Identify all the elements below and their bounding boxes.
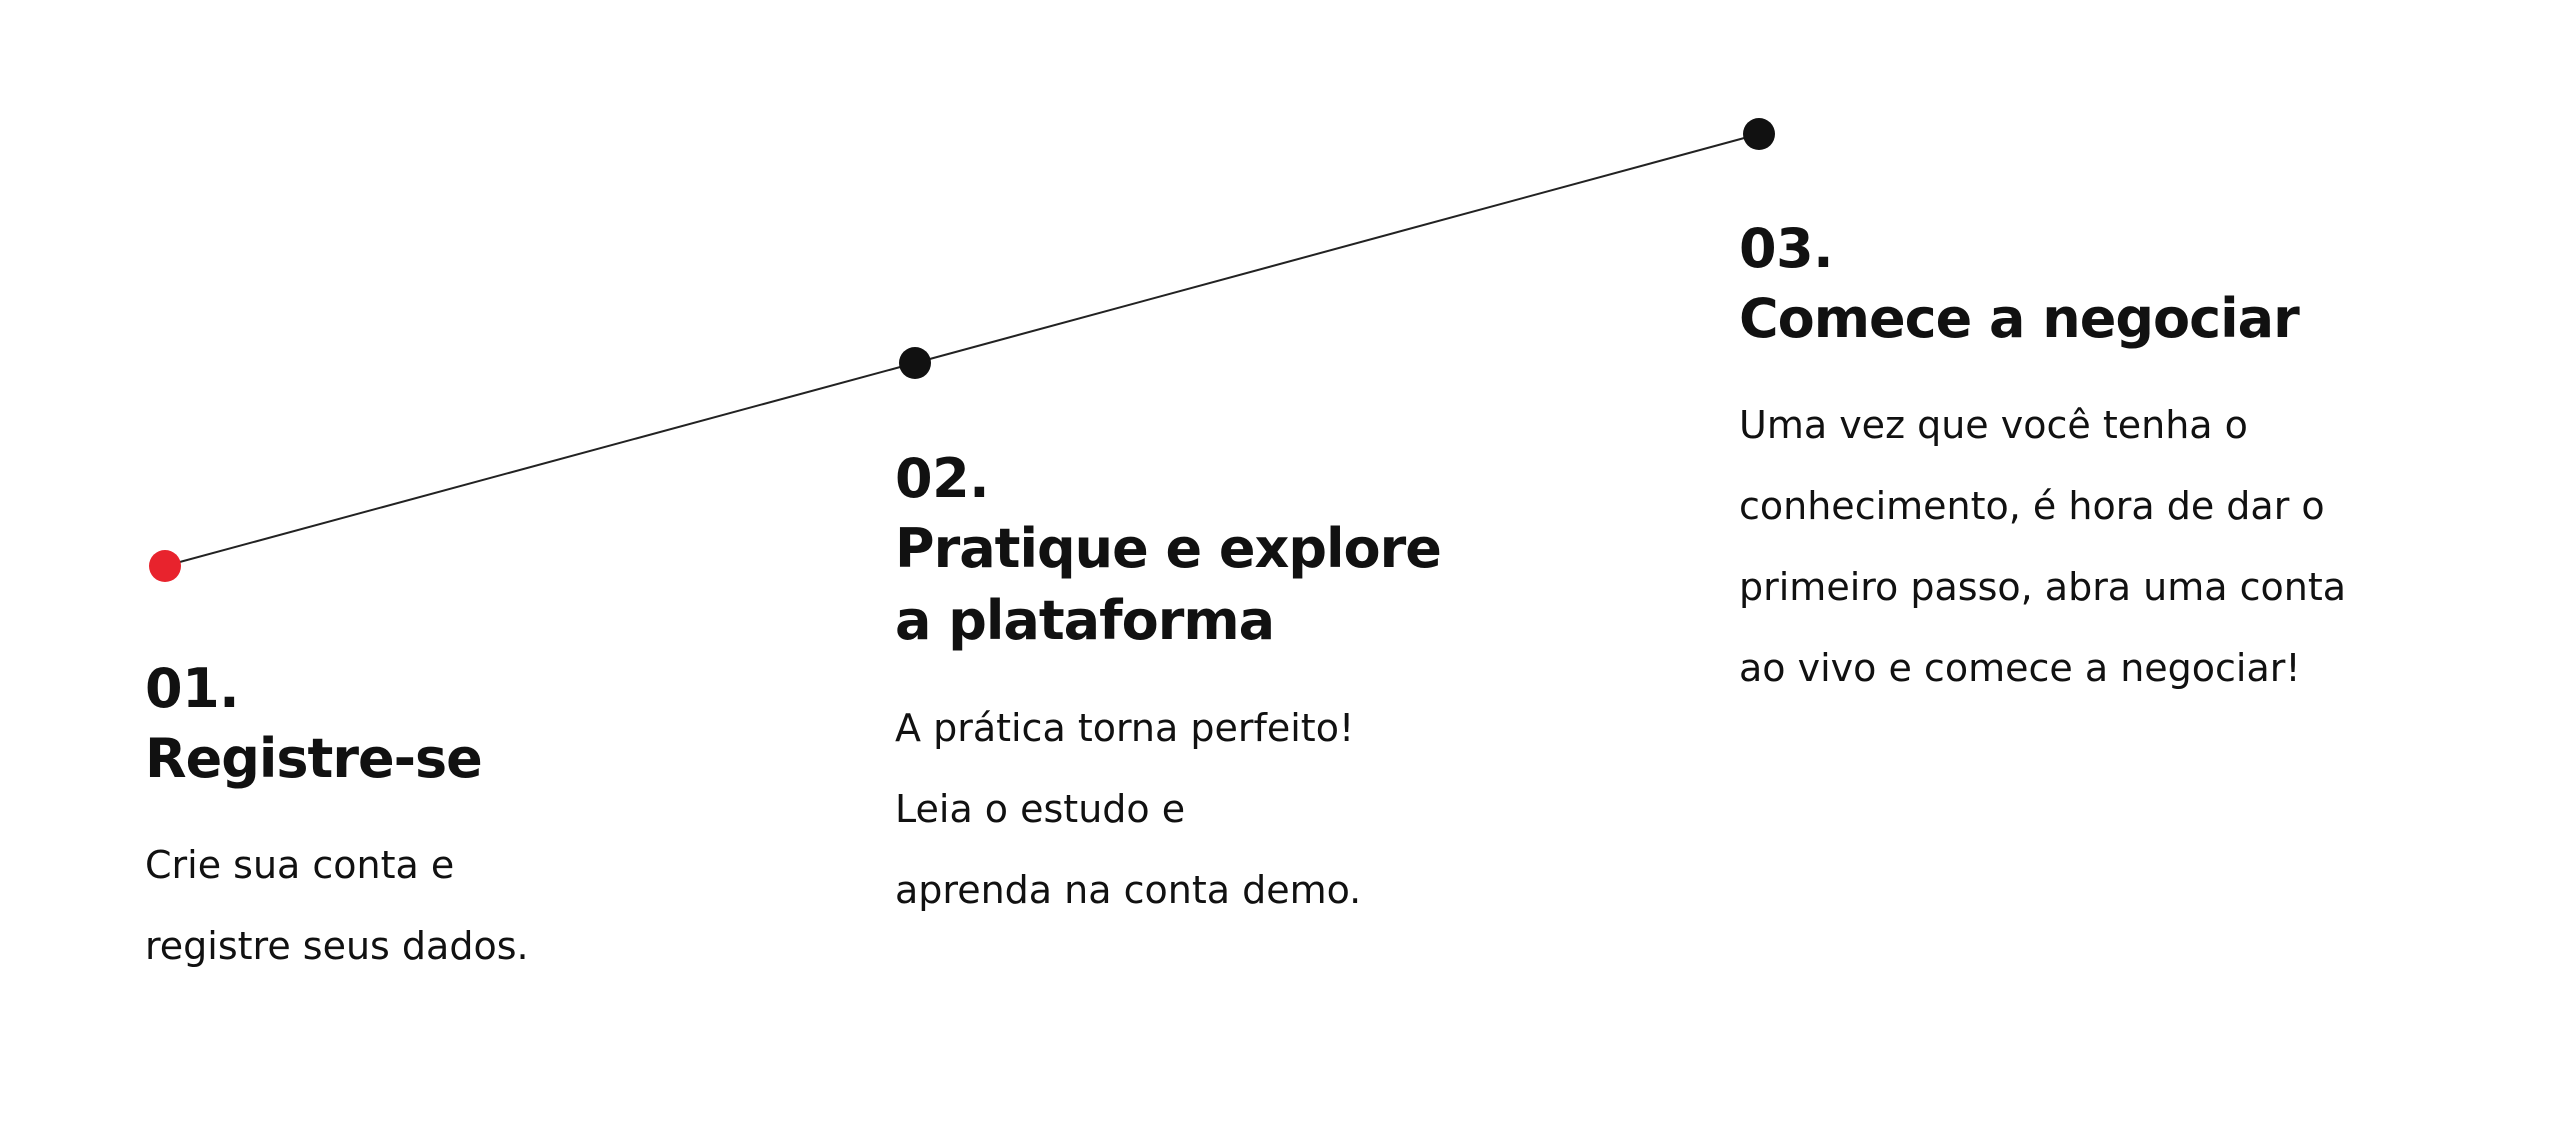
step-2-title-line: Pratique e explore bbox=[895, 516, 1442, 580]
step-1-title-line: Registre-se bbox=[145, 726, 483, 790]
step-2-description-line: A prática torna perfeito! bbox=[895, 706, 1355, 751]
step-3-number: 03. bbox=[1739, 217, 1834, 280]
step-3-description-line: primeiro passo, abra uma conta bbox=[1739, 565, 2347, 610]
step-3-description: Uma vez que você tenha o conhecimento, é… bbox=[1739, 385, 2499, 709]
step-2-description-line: aprenda na conta demo. bbox=[895, 868, 1362, 913]
connector-line-1-2 bbox=[164, 362, 916, 567]
step-2-description-line: Leia o estudo e bbox=[895, 787, 1186, 832]
step-3-dot bbox=[1743, 118, 1775, 150]
step-1-description-line: Crie sua conta e bbox=[145, 843, 455, 888]
step-3-description-line: Uma vez que você tenha o bbox=[1739, 403, 2248, 448]
step-3-description-line: conhecimento, é hora de dar o bbox=[1739, 484, 2325, 529]
step-2-number: 02. bbox=[895, 447, 990, 510]
step-2-description: A prática torna perfeito! Leia o estudo … bbox=[895, 688, 1575, 931]
step-1-description-line: registre seus dados. bbox=[145, 924, 529, 969]
step-1-number: 01. bbox=[145, 657, 240, 720]
step-3: 03. Comece a negociar Uma vez que você t… bbox=[1739, 215, 2499, 709]
step-2-dot bbox=[899, 347, 931, 379]
step-2-title: Pratique e explore a plataforma bbox=[895, 513, 1575, 659]
step-2-title-line: a plataforma bbox=[895, 589, 1275, 653]
step-1-title: Registre-se bbox=[145, 723, 665, 796]
step-3-title: Comece a negociar bbox=[1739, 283, 2499, 356]
step-2: 02. Pratique e explore a plataforma A pr… bbox=[895, 445, 1575, 931]
step-1-dot bbox=[149, 550, 181, 582]
step-3-description-line: ao vivo e comece a negociar! bbox=[1739, 646, 2301, 691]
step-1: 01. Registre-se Crie sua conta e registr… bbox=[145, 655, 665, 987]
step-1-description: Crie sua conta e registre seus dados. bbox=[145, 825, 665, 987]
step-3-title-line: Comece a negociar bbox=[1739, 286, 2300, 350]
connector-line-2-3 bbox=[914, 133, 1760, 364]
